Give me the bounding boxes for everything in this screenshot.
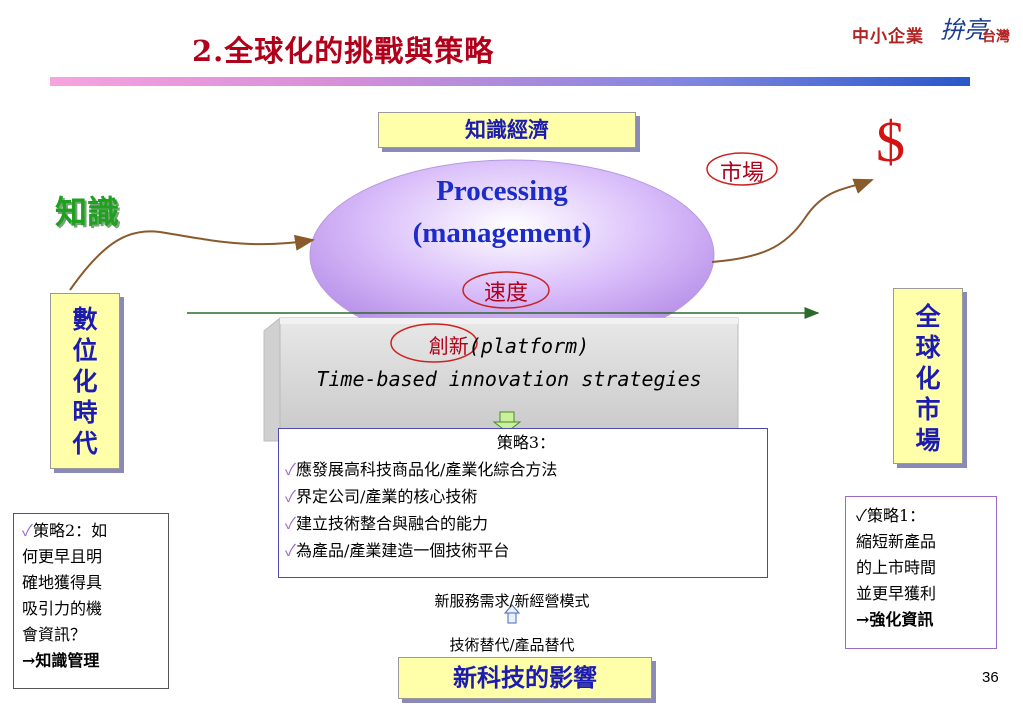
market-circle [706,152,778,186]
strategy1-conclusion: →強化資訊 [856,610,934,629]
list-item: ✓界定公司/產業的核心技術 [285,487,478,506]
strategy2-conclusion: →知識管理 [22,651,100,670]
speed-circle [462,271,550,309]
knowledge-label: 知識 [55,193,120,231]
tech-replace-text: 技術替代/產品替代 [449,636,575,654]
processing-text: Processing (management) [412,175,592,249]
check-icon: ✓ [22,521,33,540]
check-icon: ✓ [856,506,867,525]
platform-side [263,316,281,442]
strategy1-box: ✓策略1： 縮短新產品 的上市時間 並更早獲利 →強化資訊 [845,496,997,649]
check-icon: ✓ [285,460,296,479]
list-item: ✓應發展高科技商品化/產業化綜合方法 [285,460,558,479]
strategy2-box: ✓策略2：如 何更早且明 確地獲得具 吸引力的機 會資訊？ →知識管理 [13,513,169,689]
knowledge-curve [69,230,315,291]
innovation-circle [390,323,478,363]
speed-label: 速度 [483,281,528,306]
list-item: ✓為產品/產業建造一個技術平台 [285,541,510,560]
up-arrow-icon [503,604,521,624]
strategy3-box: 策略3： ✓應發展高科技商品化/產業化綜合方法 ✓界定公司/產業的核心技術 ✓建… [278,428,768,578]
check-icon: ✓ [285,487,296,506]
knowledge-economy-label: 知識經濟 [378,112,636,148]
innovation-label: 創新 [428,334,469,358]
digital-era-box: 數 位 化 時 代 [50,293,120,469]
new-tech-impact-label: 新科技的影響 [398,657,652,699]
dollar-sign: $ [876,109,905,174]
market-label: 市場 [719,161,764,186]
platform-text: 創新(platform) Time-based innovation strat… [280,330,738,396]
platform-label: (platform) [468,334,590,358]
down-arrow-icon [492,411,522,433]
time-based-label: Time-based innovation strategies [316,367,702,391]
page-number: 36 [982,669,999,686]
list-item: ✓建立技術整合與融合的能力 [285,514,488,533]
new-service-text: 新服務需求/新經營模式 [434,592,590,610]
logo: 中小企業 拚亮 台灣 [852,16,1010,47]
title-rule [50,77,970,86]
strategy3-heading: 策略3： [496,433,556,452]
slide-title: 2.全球化的挑戰與策略 [192,34,495,68]
market-curve [711,178,874,263]
global-market-box: 全 球 化 市 場 [893,288,963,464]
check-icon: ✓ [285,541,296,560]
check-icon: ✓ [285,514,296,533]
